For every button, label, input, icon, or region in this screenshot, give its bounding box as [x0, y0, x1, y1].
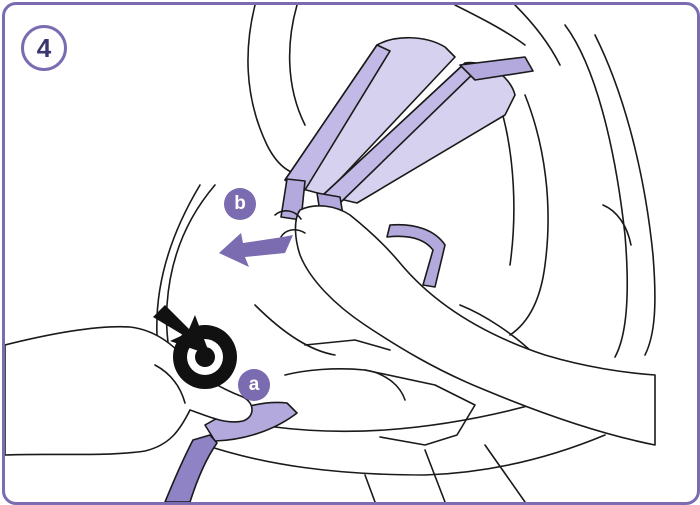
callout-b-label: b: [224, 188, 256, 220]
step-number-badge: 4: [21, 25, 67, 71]
right-hand: [275, 206, 655, 445]
pull-arrow-icon: [219, 233, 293, 267]
callout-a-label: a: [238, 369, 270, 401]
car-seat-illustration: [5, 5, 697, 502]
